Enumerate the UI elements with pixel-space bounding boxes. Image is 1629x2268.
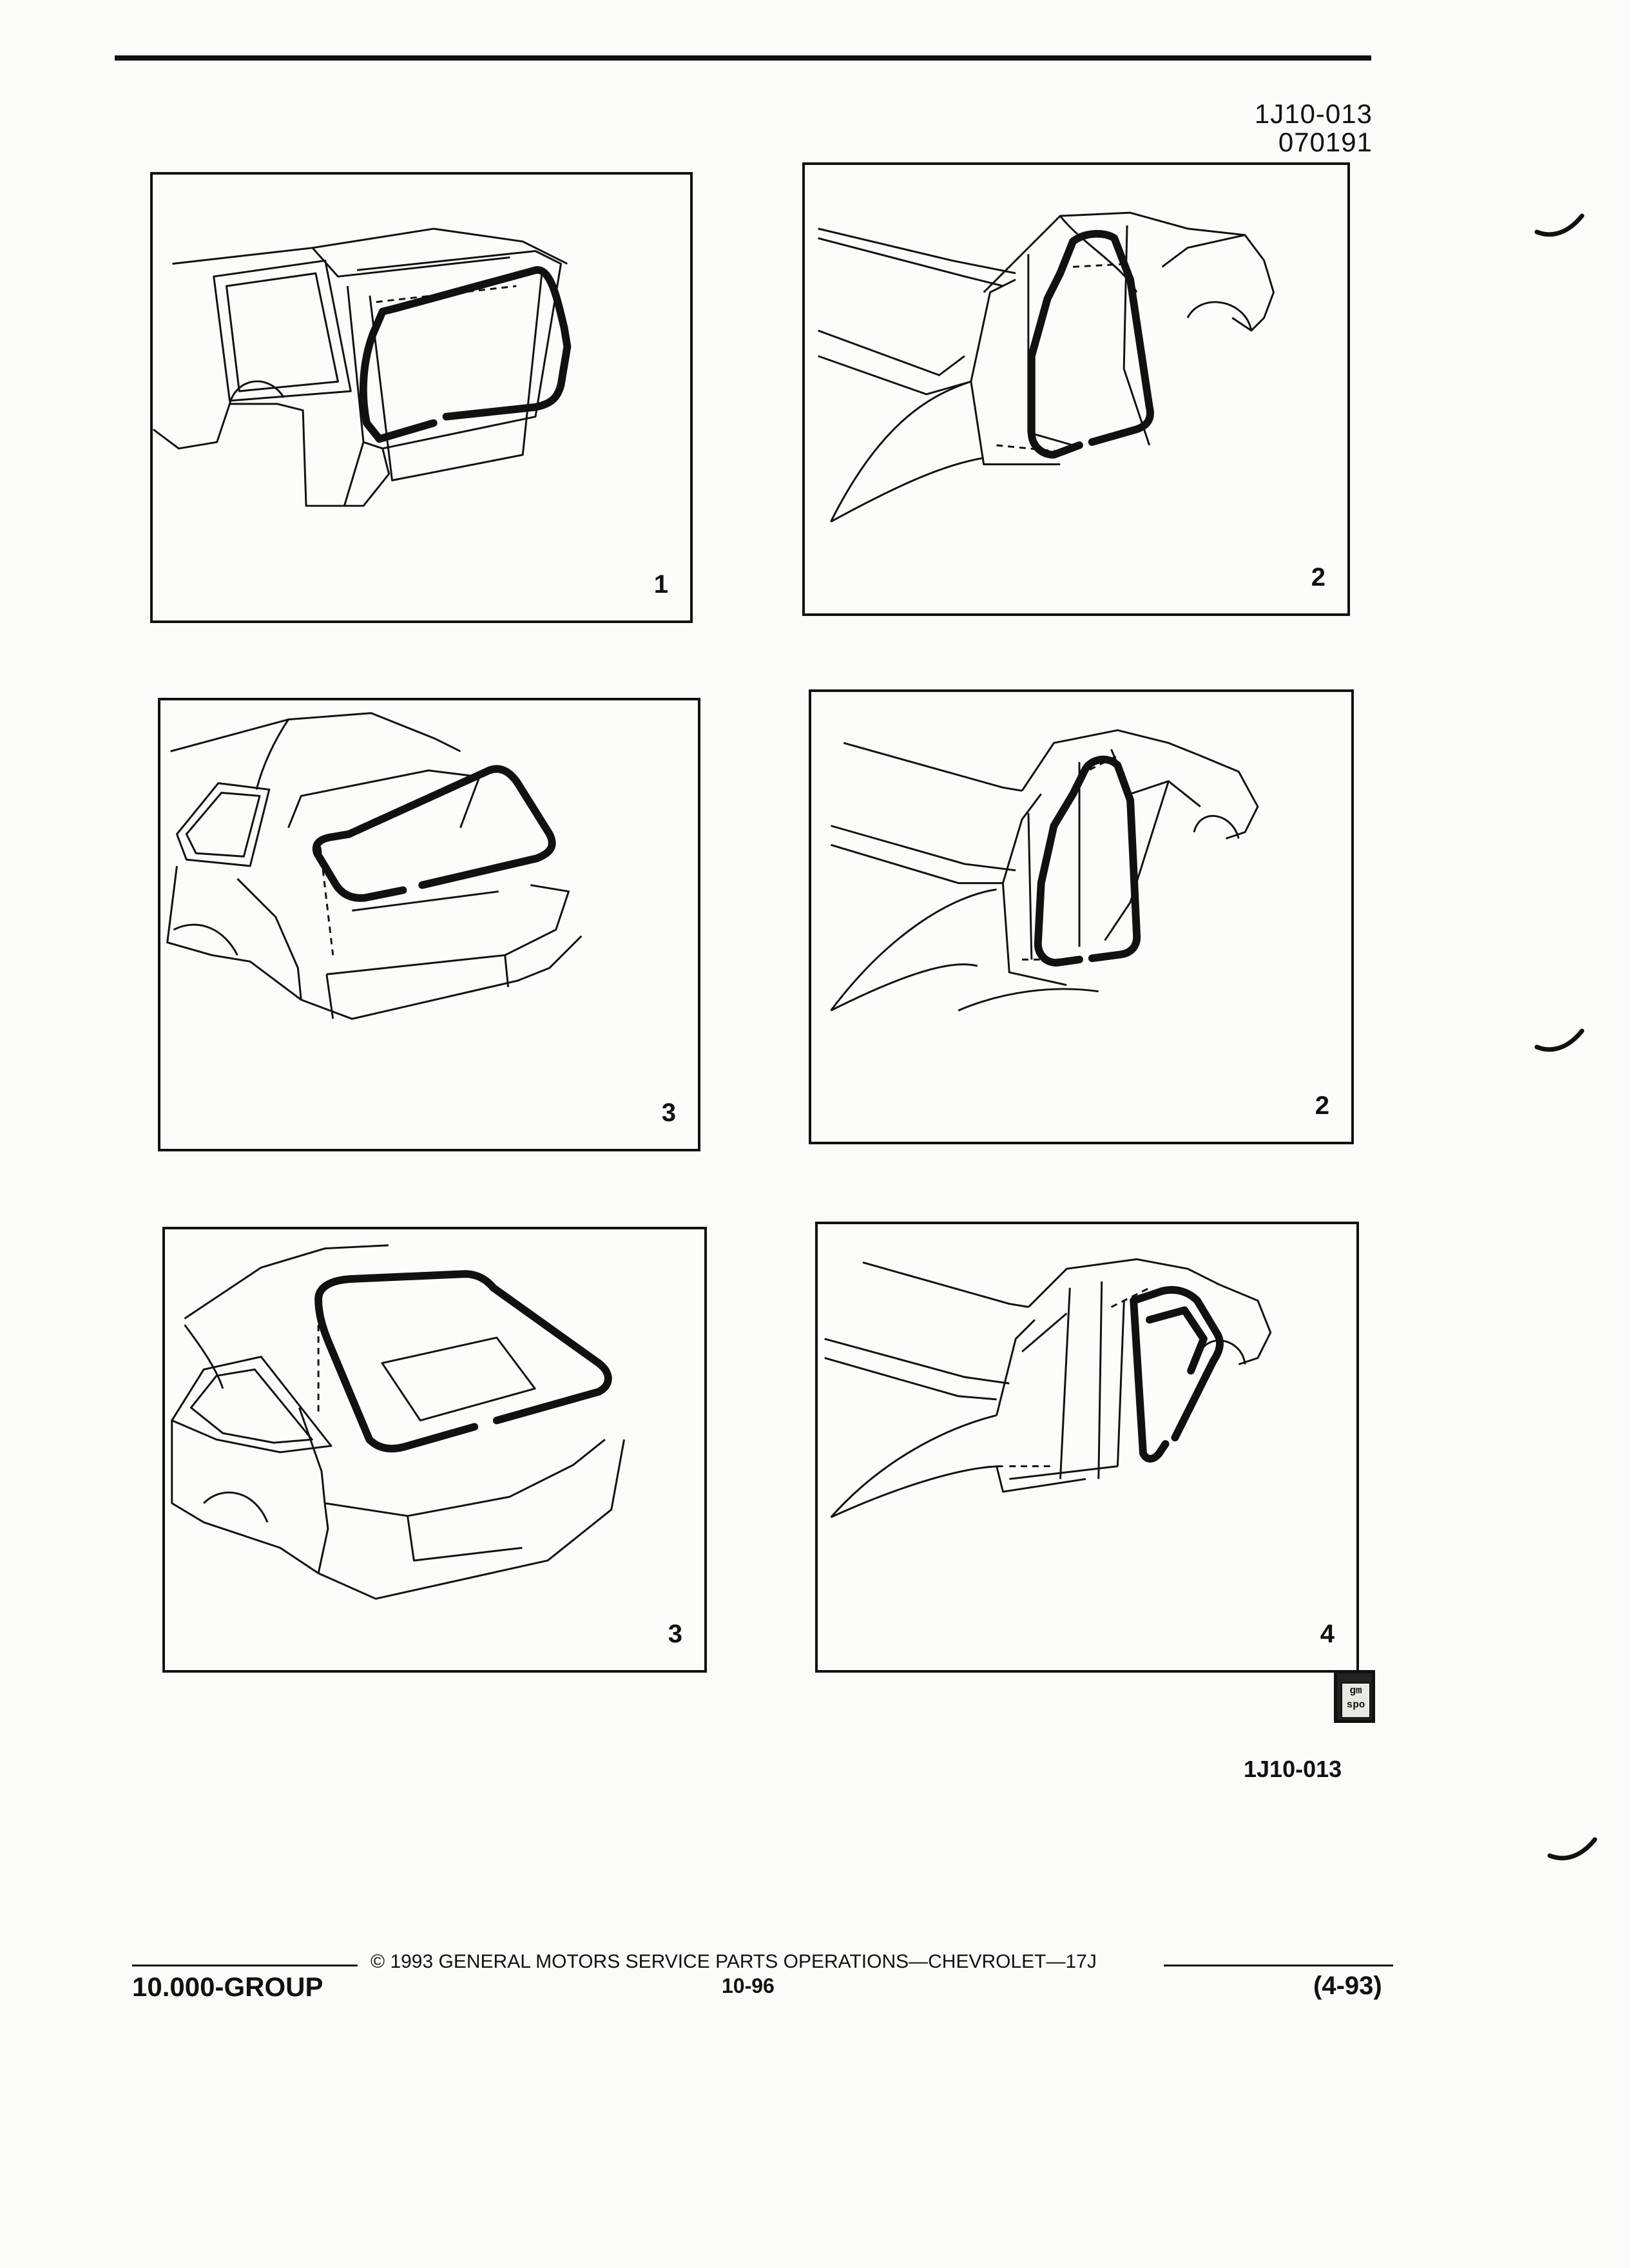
- margin-scan-mark: [1547, 1837, 1597, 1861]
- panel-number: 2: [1311, 563, 1325, 591]
- gm-spo-logo: gm spo: [1334, 1670, 1375, 1723]
- illustration-panel-2: 2: [802, 162, 1350, 616]
- illustration-panel-1: 1: [150, 172, 693, 623]
- revision-date: (4-93): [1313, 1972, 1382, 2000]
- footer-rule-left: [132, 1965, 358, 1966]
- figure-code: 1J10-013: [1244, 1756, 1342, 1782]
- illustration-panel-4: 2: [809, 689, 1354, 1144]
- copyright-line: © 1993 GENERAL MOTORS SERVICE PARTS OPER…: [371, 1951, 1097, 1972]
- margin-scan-mark: [1534, 213, 1585, 237]
- sedan-front-door-illustration: [818, 211, 1275, 523]
- panel-number: 1: [653, 570, 668, 599]
- panel-number: 3: [661, 1099, 676, 1127]
- panel-number: 4: [1320, 1620, 1335, 1648]
- hatchback-liftgate-illustration: [171, 1244, 626, 1600]
- hatchback-trunk-illustration: [166, 712, 583, 1020]
- illustration-panel-6: 4: [815, 1222, 1359, 1673]
- top-rule: [115, 55, 1371, 61]
- margin-scan-mark: [1534, 1028, 1585, 1052]
- gm-spo-logo-text: gm spo: [1341, 1682, 1371, 1718]
- document-code: 1J10-013: [1254, 99, 1373, 129]
- illustration-panel-5: 3: [162, 1227, 707, 1673]
- group-label: 10.000-GROUP: [132, 1972, 323, 2002]
- panel-number: 2: [1315, 1091, 1329, 1120]
- sedan-4door-front-door-illustration: [830, 729, 1259, 1012]
- wagon-liftgate-illustration: [153, 227, 572, 507]
- page-number: 10-96: [722, 1974, 775, 1997]
- footer-rule-right: [1164, 1965, 1393, 1966]
- illustration-panel-3: 3: [158, 698, 700, 1151]
- document-date-code: 070191: [1278, 127, 1373, 157]
- sedan-rear-door-illustration: [824, 1258, 1272, 1519]
- panel-number: 3: [668, 1620, 682, 1648]
